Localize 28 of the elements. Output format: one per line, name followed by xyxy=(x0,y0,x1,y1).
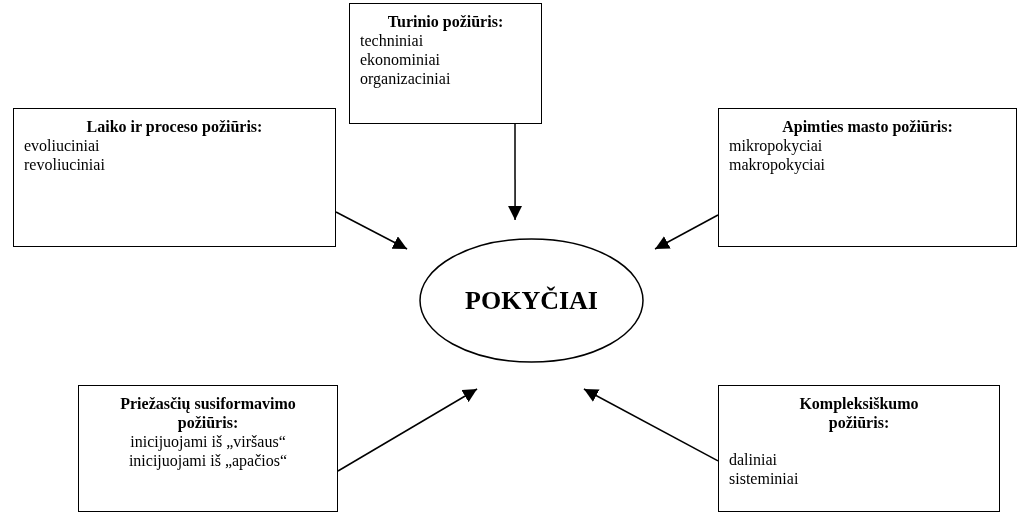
list-item: techniniai xyxy=(360,31,425,50)
list-item: organizaciniai xyxy=(360,69,452,88)
box-heading: Laiko ir proceso požiūris: xyxy=(85,117,264,136)
list-item: mikropokyciai xyxy=(729,136,824,155)
list-item: daliniai xyxy=(729,450,778,469)
arrow xyxy=(337,388,478,472)
text-box xyxy=(78,385,338,512)
ellipse-node xyxy=(419,238,644,363)
list-item: revoliuciniai xyxy=(24,155,106,174)
box-heading: Turinio požiūris: xyxy=(386,12,505,31)
text-box xyxy=(718,385,1000,512)
box-heading: Apimties masto požiūris: xyxy=(781,117,954,136)
list-item: sisteminiai xyxy=(729,469,800,488)
list-item: ekonominiai xyxy=(360,50,441,69)
box-heading: Kompleksiškumo požiūris: xyxy=(798,394,920,432)
text-box xyxy=(13,108,336,247)
box-heading: Priežasčių susiformavimo požiūris: xyxy=(119,394,297,432)
node-title: POKYČIAI xyxy=(464,285,599,316)
list-item: inicijuojami iš „apačios“ xyxy=(127,451,289,470)
arrow xyxy=(508,123,523,221)
arrow xyxy=(335,211,408,250)
arrow xyxy=(654,214,719,250)
list-item: evoliuciniai xyxy=(24,136,101,155)
text-box xyxy=(349,3,542,124)
text-box xyxy=(718,108,1017,247)
list-item: makropokyciai xyxy=(729,155,826,174)
arrow xyxy=(583,388,719,462)
list-item: inicijuojami iš „viršaus“ xyxy=(129,432,287,451)
